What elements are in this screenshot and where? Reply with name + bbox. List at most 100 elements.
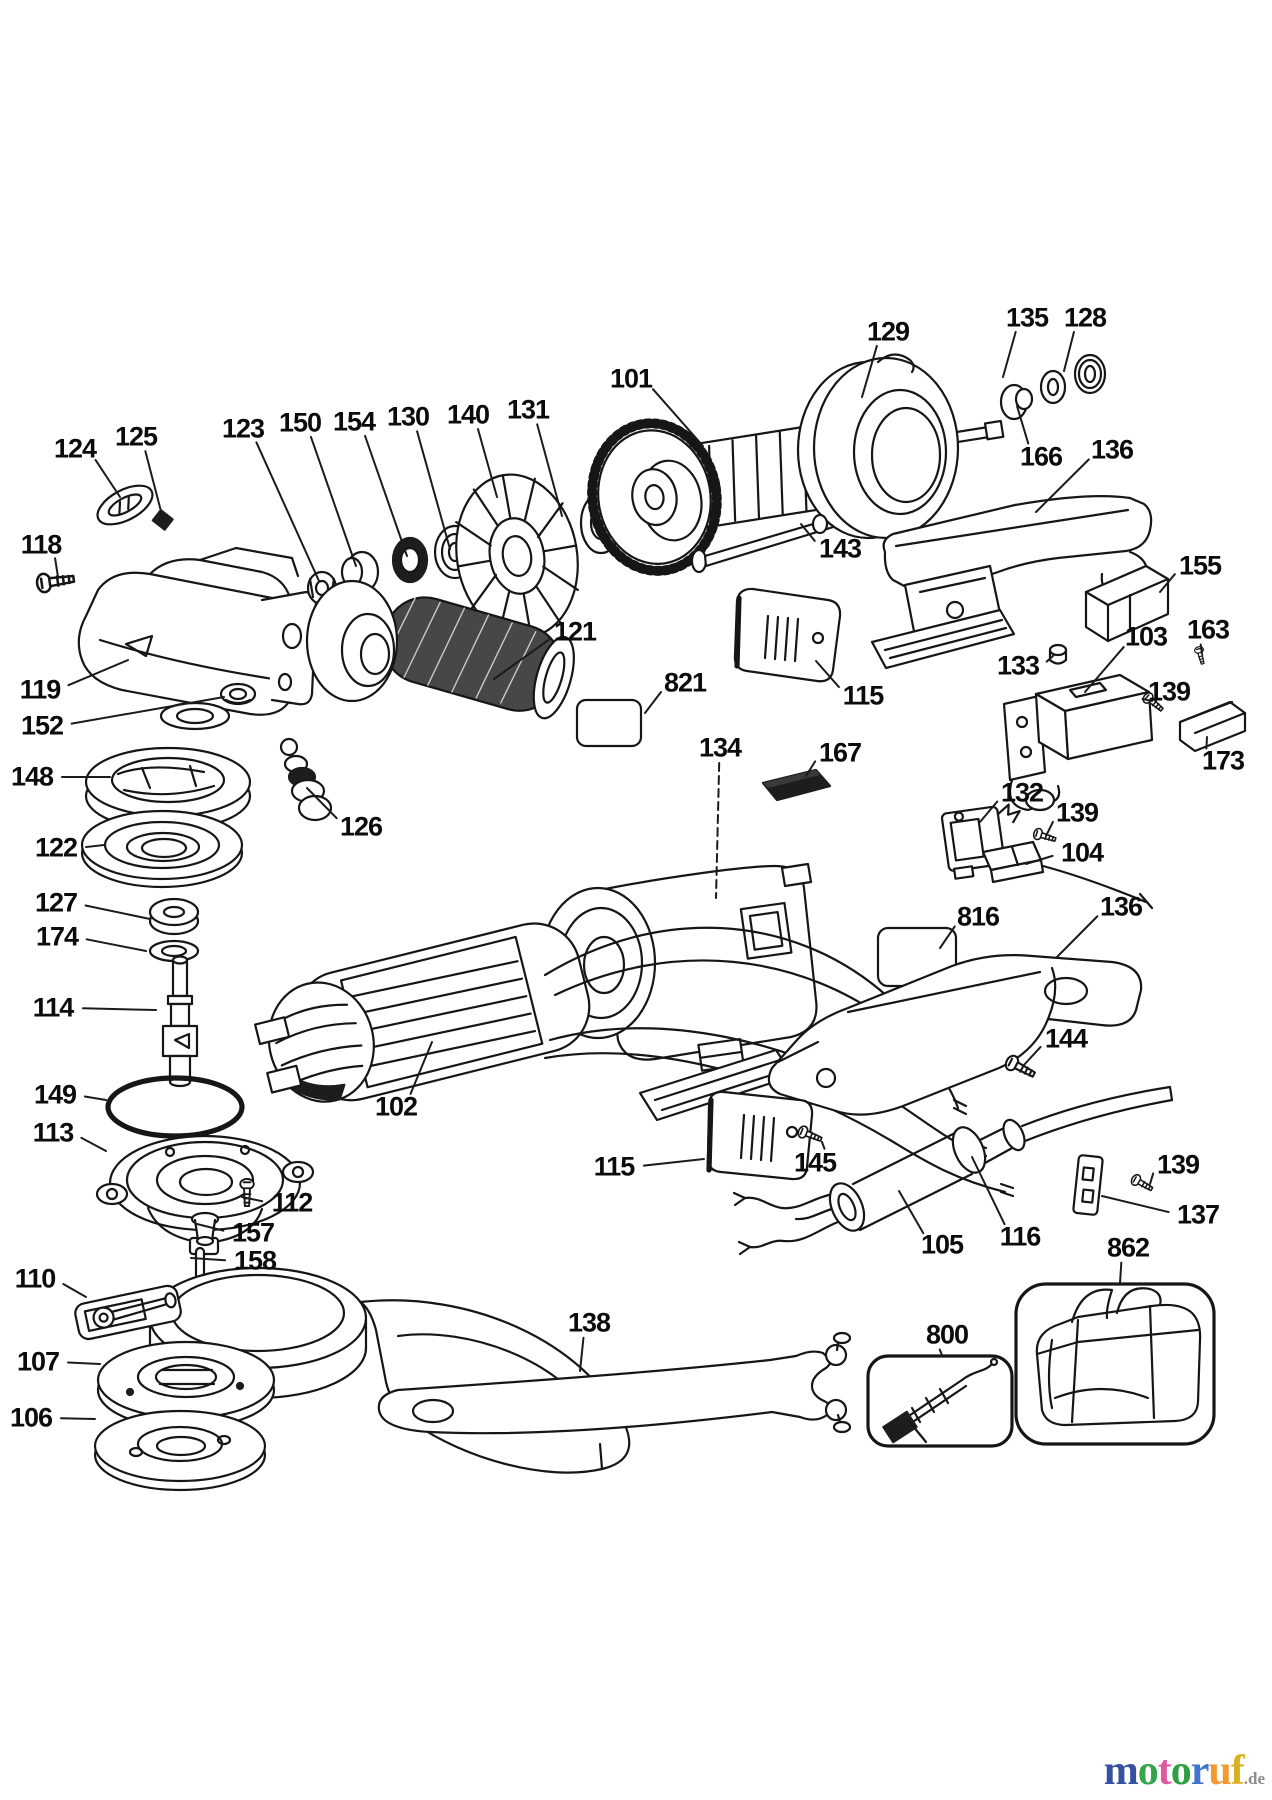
leader-line-106 <box>59 1417 96 1420</box>
leader-line-140 <box>477 428 498 498</box>
leader-line-155 <box>1159 573 1176 593</box>
part-label-112: 112 <box>271 1187 314 1218</box>
field-coil-102 <box>254 922 1015 1198</box>
leader-line-129 <box>861 344 878 398</box>
leader-line-122 <box>84 844 105 849</box>
watermark-letter: m <box>1103 1748 1139 1794</box>
leader-line-113 <box>80 1136 107 1152</box>
part-label-163: 163 <box>1186 614 1230 645</box>
leader-line-101 <box>651 388 704 447</box>
sticker-821 <box>575 698 643 748</box>
part-label-126: 126 <box>339 811 383 842</box>
leader-line-115 <box>642 1158 705 1167</box>
part-label-105: 105 <box>920 1229 964 1260</box>
leader-line-110 <box>62 1282 87 1298</box>
part-label-155: 155 <box>1178 550 1222 581</box>
part-label-132: 132 <box>1000 777 1044 808</box>
part-label-131: 131 <box>506 394 550 425</box>
bearing-127 <box>148 897 200 936</box>
seal-ring-122 <box>80 809 244 889</box>
leader-line-167 <box>805 760 817 777</box>
part-label-139: 139 <box>1147 676 1191 707</box>
bearing-128 <box>1073 353 1107 395</box>
leader-line-163 <box>1199 643 1203 655</box>
o-ring-149 <box>105 1075 245 1139</box>
leader-line-119 <box>67 659 129 687</box>
part-label-140: 140 <box>446 399 490 430</box>
part-label-103: 103 <box>1124 621 1168 652</box>
part-label-113: 113 <box>32 1117 75 1148</box>
part-label-173: 173 <box>1201 745 1245 776</box>
part-label-800: 800 <box>925 1319 969 1350</box>
leader-line-149 <box>83 1095 107 1101</box>
leader-line-128 <box>1063 330 1075 372</box>
leader-line-118 <box>54 557 59 578</box>
screw-139-b <box>1031 826 1058 846</box>
liner-155 <box>1084 564 1170 643</box>
cap-133 <box>1048 643 1068 665</box>
leader-line-139 <box>1045 820 1054 837</box>
brush-cover-115-lower <box>706 1090 814 1181</box>
leader-line-800 <box>938 1348 943 1356</box>
side-handle-121 <box>305 579 575 720</box>
leader-line-130 <box>416 430 451 550</box>
motor-housing-134 <box>539 862 818 1072</box>
watermark-letter: f <box>1230 1748 1245 1794</box>
leader-line-136 <box>1055 915 1099 959</box>
leader-line-116 <box>971 1156 1006 1226</box>
clamp-nut-106 <box>93 1409 267 1492</box>
leader-line-139 <box>1141 698 1153 702</box>
brush-kit-800 <box>866 1354 1014 1448</box>
leader-line-124 <box>94 458 121 498</box>
bearing-retainer-148 <box>84 746 252 832</box>
spindle-114 <box>161 955 199 1088</box>
leader-line-174 <box>85 938 147 952</box>
bushing-166 <box>999 383 1034 421</box>
seal-154 <box>391 536 429 584</box>
part-label-144: 144 <box>1044 1023 1088 1054</box>
part-label-115: 115 <box>842 680 885 711</box>
leader-line-112 <box>241 1196 264 1203</box>
watermark-letter: t <box>1157 1748 1172 1794</box>
part-label-143: 143 <box>818 533 862 564</box>
leader-line-816 <box>939 925 956 949</box>
part-label-119: 119 <box>19 674 62 705</box>
leader-line-104 <box>1025 854 1054 865</box>
cord-protector-116 <box>828 1085 1174 1232</box>
leader-line-135 <box>1002 330 1017 378</box>
block-167 <box>761 768 832 802</box>
leader-line-102 <box>409 1041 433 1095</box>
part-label-154: 154 <box>332 406 376 437</box>
part-label-121: 121 <box>553 616 597 647</box>
leader-line-126 <box>306 787 338 820</box>
part-label-152: 152 <box>20 710 64 741</box>
part-label-139: 139 <box>1156 1149 1200 1180</box>
leader-line-166 <box>1016 405 1030 445</box>
leader-line-138 <box>579 1336 585 1372</box>
leader-line-123 <box>255 441 320 582</box>
leader-line-105 <box>898 1190 925 1235</box>
part-label-124: 124 <box>53 433 97 464</box>
part-label-145: 145 <box>793 1147 837 1178</box>
leader-line-152 <box>70 696 225 725</box>
gear-housing-119 <box>77 546 318 731</box>
part-label-166: 166 <box>1019 441 1063 472</box>
part-label-821: 821 <box>663 667 707 698</box>
part-label-102: 102 <box>374 1091 418 1122</box>
leader-line-150 <box>309 435 357 567</box>
switch-103 <box>1002 673 1154 812</box>
leader-line-862 <box>1119 1261 1123 1284</box>
leader-line-137 <box>1101 1195 1170 1214</box>
leader-line-145 <box>821 1141 826 1150</box>
leader-line-144 <box>1022 1045 1042 1067</box>
leader-line-132 <box>979 800 999 823</box>
watermark-letter: u <box>1208 1748 1231 1794</box>
leader-line-143 <box>800 523 816 542</box>
part-label-138: 138 <box>567 1307 611 1338</box>
part-label-135: 135 <box>1005 302 1049 333</box>
watermark-letter: o <box>1170 1748 1192 1794</box>
part-label-115: 115 <box>593 1151 636 1182</box>
pad-173 <box>1178 700 1247 753</box>
